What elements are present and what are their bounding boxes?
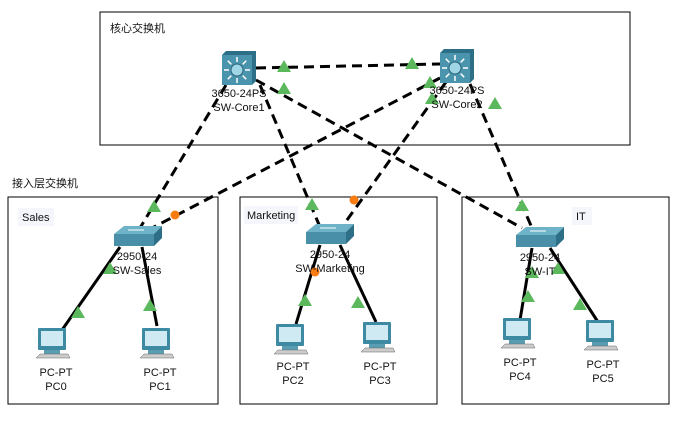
link-up-indicator (277, 60, 291, 72)
link-it-pc5[interactable] (548, 247, 600, 323)
sales-area-label: Sales (22, 212, 50, 224)
marketing-area-label: Marketing (247, 210, 295, 222)
pc0-model: PC-PT (40, 367, 73, 379)
sw-core1-device[interactable] (222, 51, 256, 85)
core1-name: SW-Core1 (213, 102, 264, 114)
marketing-label-bg (244, 206, 298, 224)
pc5-name: PC5 (592, 373, 613, 385)
link-blocked-indicator (170, 210, 180, 220)
link-core1-sales[interactable] (138, 84, 228, 229)
link-up-indicator (147, 200, 161, 212)
device-labels: 3650-24PS SW-Core1 3650-24PS SW-Core2 29… (40, 85, 620, 393)
link-lights (71, 57, 587, 318)
it-switch-model: 2950-24 (520, 252, 560, 264)
core1-model: 3650-24PS (211, 88, 266, 100)
link-up-indicator (143, 299, 157, 311)
link-up-indicator (405, 57, 419, 69)
link-up-indicator (351, 296, 365, 308)
pc3-model: PC-PT (364, 361, 397, 373)
link-up-indicator (425, 92, 439, 104)
sw-core2-device[interactable] (440, 49, 474, 83)
link-core2-marketing[interactable] (340, 81, 448, 228)
pc1-device[interactable] (139, 328, 175, 359)
marketing-switch-name: SW-Marketing (295, 263, 364, 275)
link-up-indicator (277, 82, 291, 94)
link-up-indicator (103, 262, 117, 274)
link-up-indicator (423, 76, 437, 88)
pc5-model: PC-PT (587, 359, 620, 371)
core2-model: 3650-24PS (429, 85, 484, 97)
sw-marketing-device[interactable] (306, 224, 354, 244)
pc0-name: PC0 (45, 381, 66, 393)
link-sales-pc1[interactable] (140, 246, 159, 327)
pc1-name: PC1 (149, 381, 170, 393)
pc3-name: PC3 (369, 375, 390, 387)
link-up-indicator (515, 199, 529, 211)
it-switch-name: SW-IT (525, 266, 556, 278)
access-area-label: 接入层交换机 (12, 176, 78, 190)
core2-name: SW-Core2 (431, 99, 482, 111)
devices (35, 49, 619, 359)
link-up-indicator (525, 266, 539, 278)
pc2-name: PC2 (282, 375, 303, 387)
link-core1-it[interactable] (255, 78, 523, 230)
pc3-device[interactable] (360, 322, 396, 353)
pc5-device[interactable] (583, 320, 619, 351)
sw-sales-device[interactable] (114, 226, 162, 246)
pc4-device[interactable] (500, 318, 536, 349)
link-up-indicator (551, 262, 565, 274)
link-marketing-pc2[interactable] (294, 244, 322, 325)
pc4-model: PC-PT (504, 357, 537, 369)
marketing-switch-model: 2950-24 (310, 249, 350, 261)
core-area-box (99, 11, 631, 146)
pc0-device[interactable] (35, 328, 71, 359)
sw-it-device[interactable] (516, 227, 564, 247)
link-up-indicator (488, 97, 502, 109)
link-marketing-pc3[interactable] (338, 244, 378, 323)
link-up-indicator (573, 298, 587, 310)
marketing-area-box (239, 196, 438, 405)
link-sales-pc0[interactable] (60, 246, 122, 331)
link-it-pc4[interactable] (518, 247, 534, 321)
sales-switch-name: SW-Sales (113, 265, 162, 277)
link-blocked-indicator (349, 195, 359, 205)
it-label-bg (572, 207, 592, 225)
pc4-name: PC4 (509, 371, 530, 383)
pc1-model: PC-PT (144, 367, 177, 379)
link-core2-sales[interactable] (151, 76, 441, 230)
link-up-indicator (71, 306, 85, 318)
sales-area-box (7, 196, 219, 405)
pc2-model: PC-PT (277, 361, 310, 373)
link-blocked-indicator (310, 267, 320, 277)
core-area-label: 核心交换机 (110, 21, 165, 35)
it-area-label: IT (576, 211, 586, 223)
link-up-indicator (298, 294, 312, 306)
sales-switch-model: 2950-24 (117, 251, 157, 263)
link-up-indicator (305, 198, 319, 210)
link-up-indicator (521, 290, 535, 302)
sales-label-bg (18, 208, 54, 226)
it-area-box (461, 196, 670, 405)
pc2-device[interactable] (273, 324, 309, 355)
